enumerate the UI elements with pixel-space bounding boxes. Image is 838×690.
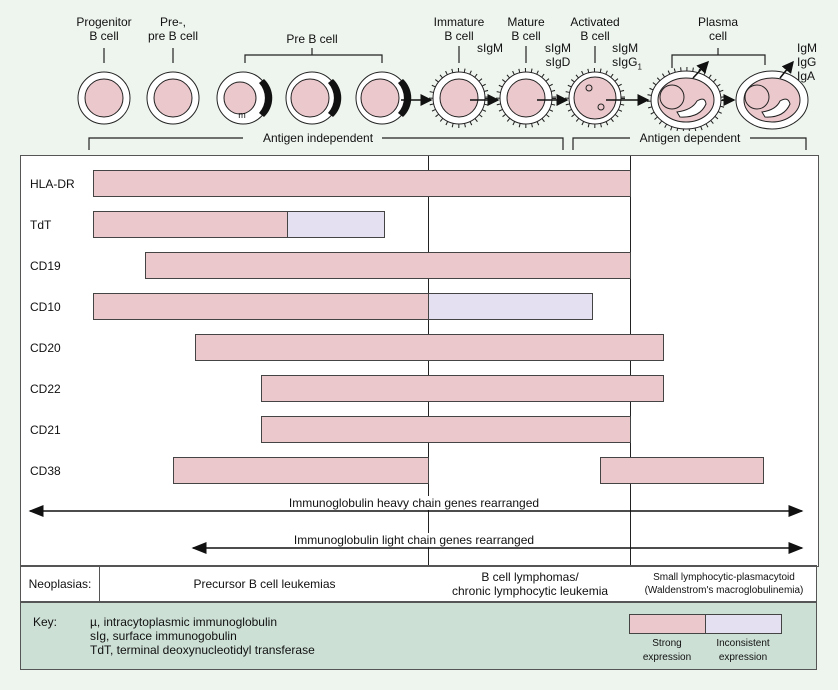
light-chain-label: Immunoglobulin light chain genes rearran…	[290, 533, 538, 547]
stage-pre-pre-b: Pre-, pre B cell	[147, 15, 199, 43]
marker-label: CD19	[30, 259, 61, 273]
stage-pre-b: Pre B cell	[286, 32, 338, 46]
mu-label: m	[238, 110, 246, 120]
marker-label: CD22	[30, 382, 61, 396]
marker-label: CD38	[30, 464, 61, 478]
legend-strong-swatch	[629, 614, 706, 634]
stage-progenitor: Progenitor B cell	[76, 15, 132, 43]
plasma-cell-1	[647, 67, 725, 133]
antigen-dependent-label: Antigen dependent	[633, 131, 747, 145]
immature-ig: sIgM	[476, 41, 504, 55]
marker-label: CD20	[30, 341, 61, 355]
bar-cd10-inconsistent	[428, 293, 593, 320]
bar-tdt-strong	[93, 211, 288, 238]
key-definitions: µ, intracytoplasmic immunoglobulin sIg, …	[90, 615, 315, 657]
activated-b-cell	[565, 68, 625, 128]
plasma-cell-2	[735, 70, 809, 130]
bar-cd20-strong	[195, 334, 664, 361]
key-line: sIg, surface immunogobulin	[90, 629, 237, 643]
mature-ig: sIgM sIgD	[544, 41, 572, 69]
bar-cd10-strong	[93, 293, 429, 320]
stage-plasma: Plasma cell	[697, 15, 739, 43]
immature-b-cell	[429, 68, 489, 128]
key-line: TdT, terminal deoxynucleotidyl transfera…	[90, 643, 315, 657]
antigen-independent-label: Antigen independent	[256, 131, 380, 145]
key-line: µ, intracytoplasmic immunoglobulin	[90, 615, 277, 629]
progenitor-cell	[77, 71, 131, 125]
cell-stages-illustration	[77, 46, 809, 150]
marker-label: CD21	[30, 423, 61, 437]
bar-hla-dr-strong	[93, 170, 631, 197]
pre-pre-b-cell	[146, 71, 200, 125]
stage-mature: Mature B cell	[507, 15, 545, 43]
bar-cd38-strong-late	[600, 457, 764, 484]
stage-activated: Activated B cell	[570, 15, 620, 43]
key-label: Key:	[33, 615, 58, 629]
heavy-chain-label: Immunoglobulin heavy chain genes rearran…	[285, 496, 543, 510]
mature-b-cell	[496, 68, 556, 128]
pre-b-cell-2	[285, 71, 342, 125]
neoplasia-precursor: Precursor B cell leukemias	[193, 577, 336, 591]
neoplasias-row: Neoplasias: Precursor B cell leukemias B…	[20, 565, 817, 602]
marker-label: TdT	[30, 218, 52, 232]
pre-b-cell-1	[216, 71, 273, 125]
neoplasia-lymphoma: B cell lymphomas/ chronic lymphocytic le…	[451, 570, 609, 598]
pre-b-cell-3	[355, 71, 412, 125]
bar-cd22-strong	[261, 375, 664, 402]
legend-inconsistent-swatch	[705, 614, 782, 634]
neoplasia-small-lymphocytic: Small lymphocytic-plasmacytoid (Waldenst…	[644, 572, 804, 596]
marker-label: HLA-DR	[30, 177, 75, 191]
rearrangement-arrows	[28, 505, 804, 554]
legend-inconsistent-label: Inconsistent expression	[716, 638, 770, 663]
key-panel: Key: µ, intracytoplasmic immunoglobulin …	[20, 602, 817, 670]
bar-tdt-inconsistent	[287, 211, 385, 238]
legend-strong-label: Strong expression	[642, 638, 692, 663]
marker-label: CD10	[30, 300, 61, 314]
plasma-ig: IgM IgG IgA	[796, 41, 818, 83]
neoplasias-label: Neoplasias:	[21, 567, 100, 601]
bar-cd19-strong	[145, 252, 631, 279]
bar-cd38-strong-early	[173, 457, 429, 484]
stage-immature: Immature B cell	[433, 15, 485, 43]
bar-cd21-strong	[261, 416, 631, 443]
